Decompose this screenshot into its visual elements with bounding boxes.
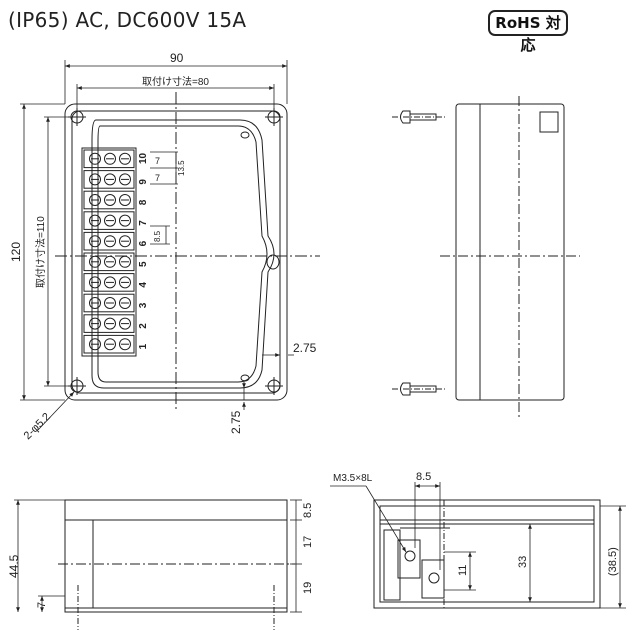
front-view <box>55 92 320 410</box>
terminal-4 <box>83 273 135 292</box>
dim-pitch-7a: 7 <box>155 156 160 166</box>
terminal-9 <box>83 170 135 189</box>
dim-pitch-8-5: 8.5 <box>153 230 162 242</box>
side-screw-top <box>392 110 446 124</box>
dim-mount-height: 取付け寸法=110 <box>34 216 47 288</box>
terminal-5 <box>83 252 135 272</box>
terminal-number-10: 10 <box>138 152 149 164</box>
terminal-10 <box>83 149 135 169</box>
section-outline <box>373 499 601 609</box>
dim-height: 120 <box>9 242 23 262</box>
terminal-number-2: 2 <box>138 323 149 329</box>
elevation-body <box>64 499 288 609</box>
side-view <box>392 96 580 420</box>
dim-elev-foot: 7 <box>36 602 48 608</box>
mounting-hole-top-right <box>265 108 283 126</box>
dim-pitch-7b: 7 <box>155 173 160 183</box>
mounting-hole-bottom-left <box>68 377 86 395</box>
terminal-block <box>83 149 135 354</box>
mounting-hole-bottom-right <box>265 377 283 395</box>
terminal-7 <box>83 211 135 230</box>
side-screw-bottom <box>392 382 446 396</box>
dim-hole: 2-φ5.2 <box>22 411 53 442</box>
terminal-number-4: 4 <box>138 282 149 288</box>
front-elevation <box>14 499 302 630</box>
terminal-2 <box>83 314 135 333</box>
terminal-1 <box>83 334 135 354</box>
terminal-number-5: 5 <box>138 261 149 267</box>
front-dimensions <box>20 60 294 431</box>
terminal-8 <box>83 190 135 210</box>
dim-elev-low: 19 <box>302 582 314 594</box>
terminal-3 <box>83 293 135 313</box>
terminal-number-3: 3 <box>138 302 149 308</box>
terminal-number-9: 9 <box>138 179 149 185</box>
mounting-hole-top-left <box>68 108 86 126</box>
dim-elev-total: 44.5 <box>7 554 21 578</box>
dim-section-overall: (38.5) <box>607 547 619 576</box>
dim-elev-top: 8.5 <box>302 503 314 518</box>
page-title: (IP65) AC, DC600V 15A <box>8 8 247 32</box>
rohs-badge: RoHS 対応 <box>488 10 568 54</box>
dim-section-pitch: 8.5 <box>416 471 431 483</box>
dim-section-step: 11 <box>457 565 469 576</box>
dim-right-gap: 2.75 <box>293 341 317 355</box>
terminal-rail <box>81 147 137 357</box>
section-view <box>330 482 626 610</box>
terminal-number-8: 8 <box>138 199 149 205</box>
dim-section-inner: 33 <box>517 556 529 568</box>
dim-screw: M3.5×8L <box>333 473 373 484</box>
dim-elev-mid: 17 <box>302 536 314 548</box>
side-body <box>455 103 565 401</box>
dim-mount-width: 取付け寸法=80 <box>142 75 209 88</box>
dim-bottom-gap: 2.75 <box>229 410 243 434</box>
terminal-6 <box>83 231 135 251</box>
terminal-number-6: 6 <box>138 240 149 246</box>
terminal-number-7: 7 <box>138 220 149 226</box>
dim-width: 90 <box>170 51 184 65</box>
terminal-number-1: 1 <box>138 343 149 349</box>
lid-groove <box>91 119 275 389</box>
dim-pitch-13-5: 13.5 <box>177 160 186 176</box>
terminal-numbers: 10 9 8 7 6 5 4 3 2 1 <box>138 152 149 349</box>
